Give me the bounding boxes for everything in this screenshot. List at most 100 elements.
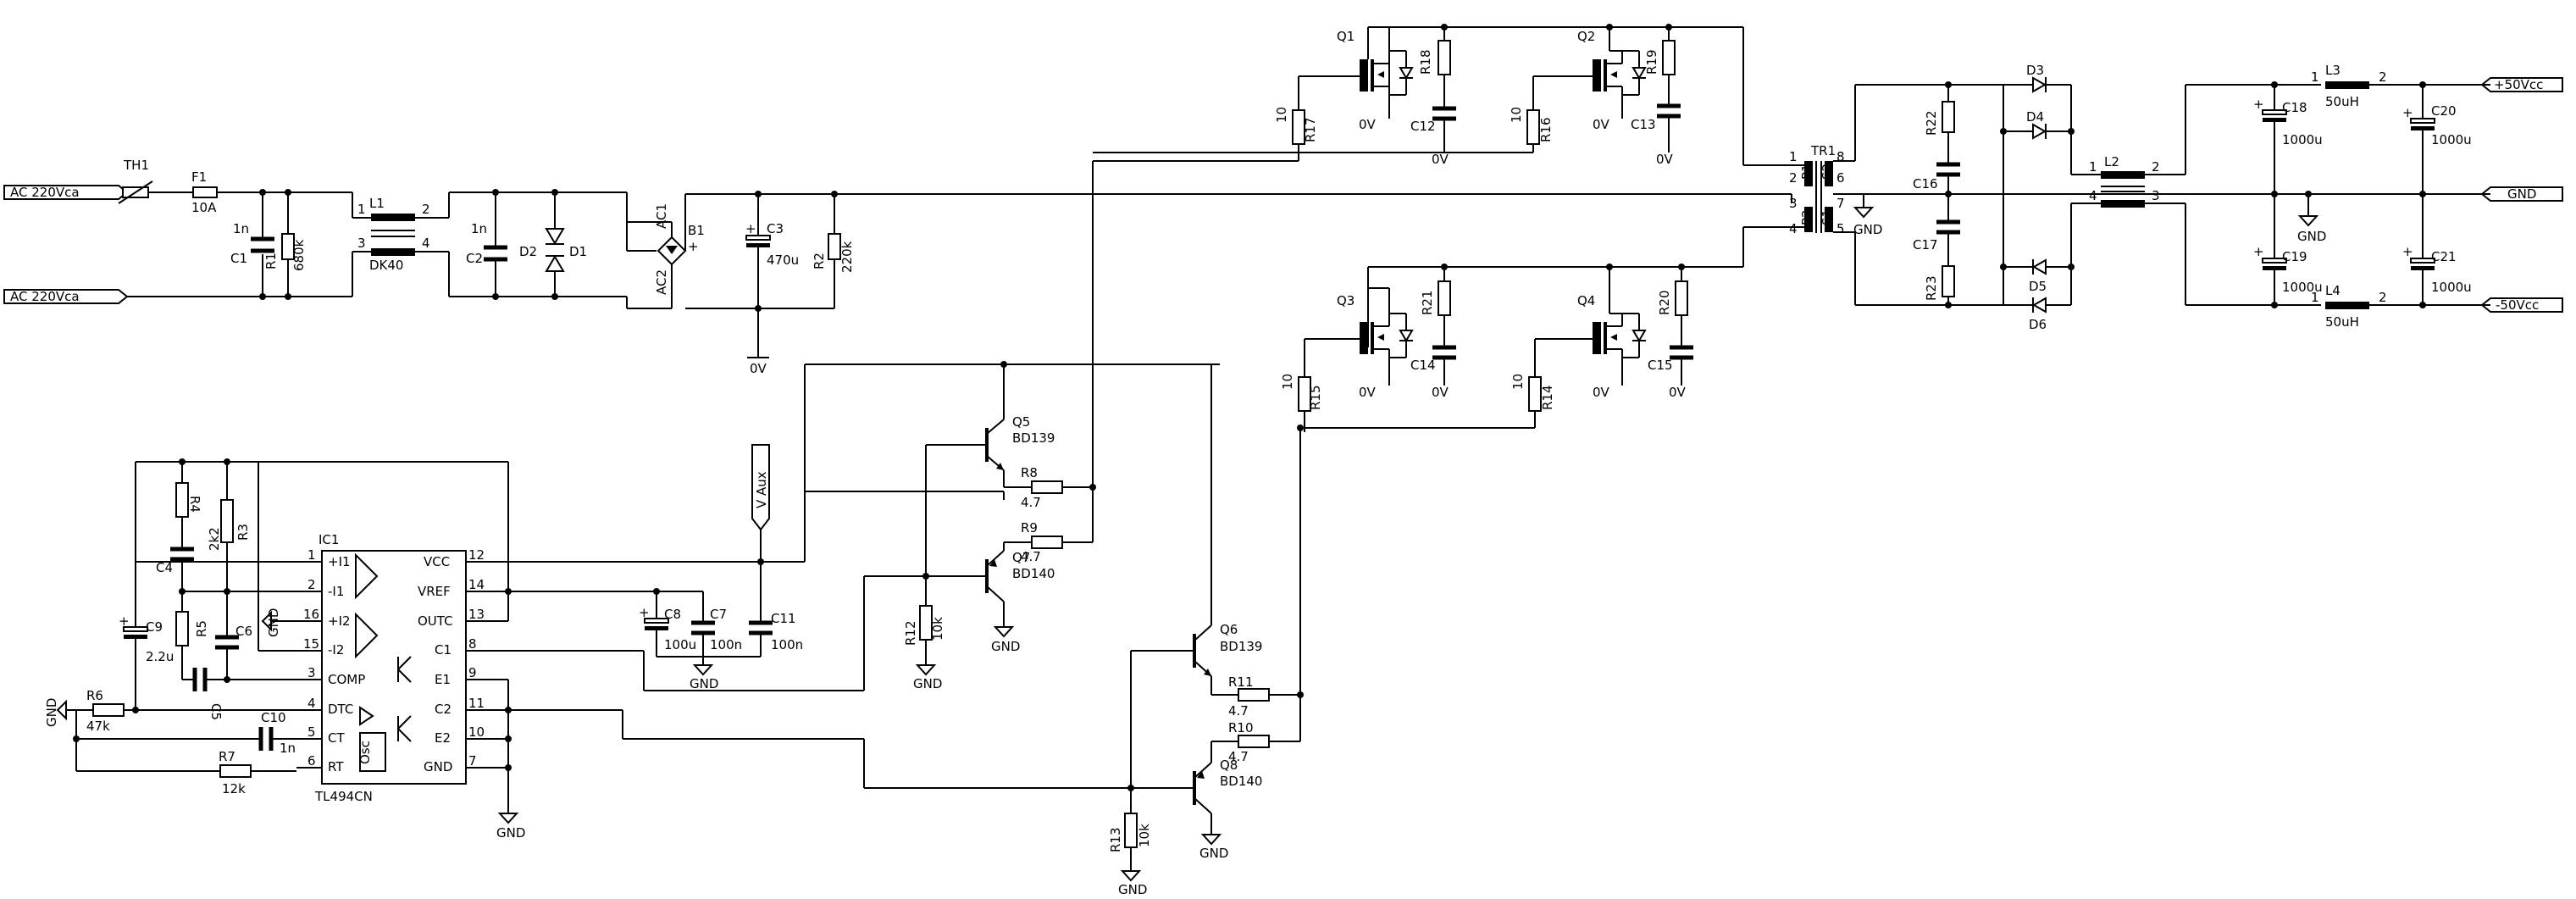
capacitor-c2: 1n C2 bbox=[466, 221, 507, 266]
diode-d6: D6 bbox=[2029, 297, 2047, 332]
svg-text:10: 10 bbox=[1510, 374, 1526, 390]
svg-text:GND: GND bbox=[1853, 222, 1882, 237]
resistor-r13 bbox=[1124, 813, 1138, 848]
svg-text:R2: R2 bbox=[812, 252, 827, 269]
svg-text:13: 13 bbox=[468, 607, 485, 622]
svg-text:0V: 0V bbox=[750, 361, 767, 376]
svg-text:15: 15 bbox=[303, 636, 319, 652]
svg-text:2.2u: 2.2u bbox=[146, 649, 174, 664]
svg-text:R20: R20 bbox=[1657, 290, 1672, 315]
svg-text:TR1: TR1 bbox=[1810, 143, 1836, 158]
svg-text:100n: 100n bbox=[710, 637, 742, 652]
resistor-r23 bbox=[1942, 265, 1955, 297]
svg-text:4.7: 4.7 bbox=[1228, 749, 1249, 764]
resistor-r20 bbox=[1675, 280, 1688, 316]
svg-text:R23: R23 bbox=[1924, 275, 1939, 301]
svg-text:4.7: 4.7 bbox=[1021, 495, 1041, 510]
svg-text:C15: C15 bbox=[1648, 358, 1673, 373]
resistor-r21 bbox=[1438, 280, 1451, 316]
resistor-r1: R1 680k bbox=[263, 233, 307, 271]
inductor-l1: L1 DK40 1 2 3 4 bbox=[352, 192, 449, 297]
svg-text:Q7: Q7 bbox=[1012, 550, 1030, 565]
svg-text:C1: C1 bbox=[230, 251, 247, 266]
svg-text:BD140: BD140 bbox=[1220, 774, 1262, 789]
svg-text:1000u: 1000u bbox=[2431, 280, 2472, 295]
transistor-q5: Q5 BD139 bbox=[974, 414, 1055, 471]
svg-text:GND: GND bbox=[266, 608, 281, 637]
svg-text:Q5: Q5 bbox=[1012, 414, 1030, 430]
svg-text:R8: R8 bbox=[1021, 465, 1038, 480]
svg-text:1: 1 bbox=[1789, 149, 1798, 164]
svg-text:L3: L3 bbox=[2325, 63, 2341, 78]
svg-text:GND: GND bbox=[1199, 846, 1228, 861]
svg-text:Q1: Q1 bbox=[1337, 29, 1354, 44]
svg-text:C12: C12 bbox=[1410, 119, 1436, 134]
capacitor-c21: + C21 1000u bbox=[2402, 244, 2472, 295]
resistor-r6 bbox=[92, 703, 125, 717]
svg-text:10A: 10A bbox=[191, 200, 217, 215]
svg-text:F1: F1 bbox=[191, 169, 207, 185]
svg-text:-50Vcc: -50Vcc bbox=[2496, 297, 2539, 313]
transistor-q7: Q7 BD140 bbox=[926, 550, 1055, 602]
svg-text:R9: R9 bbox=[1021, 520, 1038, 536]
mosfet-q1: Q1 0V bbox=[1298, 26, 1414, 132]
bridge-b1: B1 AC1 AC2 + bbox=[654, 203, 705, 295]
svg-text:470u: 470u bbox=[767, 252, 799, 268]
svg-text:0V: 0V bbox=[1593, 385, 1610, 400]
transistor-q8: Q8 BD140 bbox=[1182, 757, 1262, 814]
svg-text:GND: GND bbox=[913, 676, 942, 691]
svg-text:10: 10 bbox=[1274, 107, 1289, 123]
ic-tl494: IC1 TL494CN +I1 -I1 +I2 -I2 COMP DTC CT … bbox=[314, 532, 467, 804]
svg-text:AC2: AC2 bbox=[654, 269, 669, 295]
svg-text:3: 3 bbox=[2152, 188, 2160, 203]
capacitor-c9: + C9 2.2u bbox=[119, 613, 174, 664]
resistor-r17: 10 R17 bbox=[1274, 107, 1318, 161]
port-plus-50v: +50Vcc bbox=[2480, 77, 2563, 92]
svg-text:2: 2 bbox=[1789, 170, 1798, 186]
svg-text:+50Vcc: +50Vcc bbox=[2494, 77, 2543, 92]
svg-text:0V: 0V bbox=[1359, 117, 1377, 132]
mosfet-q3: Q3 0V bbox=[1304, 267, 1414, 400]
svg-text:Q2: Q2 bbox=[1577, 29, 1595, 44]
svg-text:AC1: AC1 bbox=[654, 203, 669, 229]
svg-text:7: 7 bbox=[1836, 196, 1845, 211]
svg-text:0V: 0V bbox=[1593, 117, 1610, 132]
svg-text:Q6: Q6 bbox=[1220, 622, 1238, 637]
svg-text:100u: 100u bbox=[664, 637, 696, 652]
svg-text:R6: R6 bbox=[86, 688, 103, 703]
svg-text:D4: D4 bbox=[2026, 109, 2044, 125]
svg-text:10k: 10k bbox=[930, 617, 945, 641]
svg-text:7: 7 bbox=[468, 753, 477, 769]
resistor-r15: 10 R15 bbox=[1280, 374, 1323, 432]
svg-text:4.7: 4.7 bbox=[1228, 703, 1249, 719]
svg-text:4: 4 bbox=[1789, 221, 1798, 236]
resistor-r4 bbox=[175, 482, 189, 518]
port-gnd: GND bbox=[2480, 186, 2563, 202]
svg-text:50uH: 50uH bbox=[2325, 314, 2359, 330]
svg-text:+: + bbox=[688, 239, 699, 254]
resistor-r19 bbox=[1662, 40, 1676, 75]
svg-text:D5: D5 bbox=[2029, 279, 2047, 294]
svg-text:R10: R10 bbox=[1228, 720, 1254, 735]
svg-text:BD139: BD139 bbox=[1220, 639, 1262, 654]
svg-text:GND: GND bbox=[1118, 882, 1147, 897]
capacitor-c18: + C18 1000u bbox=[2253, 97, 2323, 147]
svg-text:R11: R11 bbox=[1228, 674, 1254, 690]
svg-text:-I2: -I2 bbox=[328, 642, 344, 658]
svg-text:0V: 0V bbox=[1432, 385, 1449, 400]
svg-text:R1: R1 bbox=[263, 252, 279, 269]
mosfet-q2: Q2 0V bbox=[1532, 27, 1647, 132]
svg-text:9: 9 bbox=[468, 665, 477, 680]
svg-text:3: 3 bbox=[1789, 196, 1798, 211]
resistor-r7 bbox=[219, 764, 252, 778]
svg-text:L4: L4 bbox=[2325, 283, 2341, 298]
svg-text:4: 4 bbox=[307, 696, 316, 711]
svg-text:R16: R16 bbox=[1538, 117, 1554, 142]
svg-text:E2: E2 bbox=[435, 730, 451, 746]
svg-text:+I2: +I2 bbox=[328, 613, 351, 629]
resistor-r18 bbox=[1438, 40, 1451, 75]
output-section: TR1 1 2 3 4 8 6 7 5 P1 P2 S2 S1 bbox=[1762, 63, 2563, 332]
port-ac-in-2-label: AC 220Vca bbox=[10, 289, 80, 304]
svg-text:R7: R7 bbox=[219, 749, 235, 764]
svg-text:GND: GND bbox=[2297, 229, 2326, 244]
